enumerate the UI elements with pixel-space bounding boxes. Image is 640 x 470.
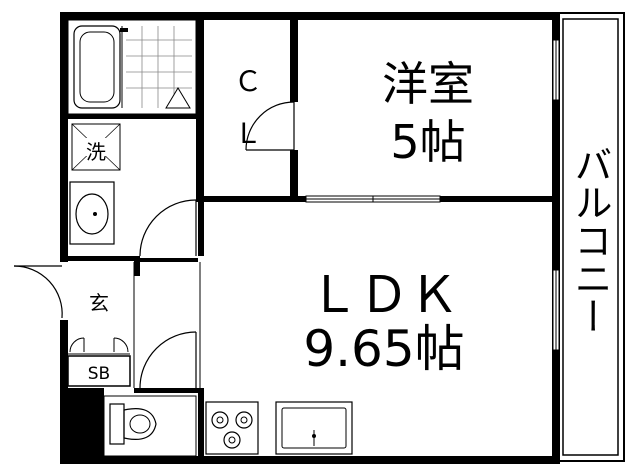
room-labels: Ｃ Ｌ 洋室 5帖 ＬＤＫ 9.65帖 洗 玄 SB バルコニー <box>86 57 612 384</box>
closet-label-l: Ｌ <box>234 117 262 150</box>
washroom-label: 洗 <box>86 140 106 164</box>
entrance-label: 玄 <box>89 291 109 315</box>
door-swings <box>13 101 295 389</box>
western-room-size: 5帖 <box>390 115 465 169</box>
sliding-door <box>305 195 441 203</box>
washbasin <box>69 181 115 245</box>
washing-machine-pan <box>71 123 121 171</box>
closet-label-c: Ｃ <box>234 65 262 98</box>
balcony-label: バルコニー <box>568 145 612 335</box>
shoebox-label: SB <box>88 364 110 384</box>
ldk-name: ＬＤＫ <box>309 266 459 324</box>
corridor-lines <box>133 262 201 388</box>
ldk-size: 9.65帖 <box>303 320 464 378</box>
kitchen-stove <box>205 401 259 455</box>
interior-walls <box>60 12 556 464</box>
toilet <box>103 395 197 457</box>
western-room-name: 洋室 <box>382 57 474 111</box>
kitchen-sink <box>275 401 353 455</box>
bathtub <box>67 19 197 115</box>
windows <box>552 39 560 351</box>
shoebox <box>67 337 131 387</box>
